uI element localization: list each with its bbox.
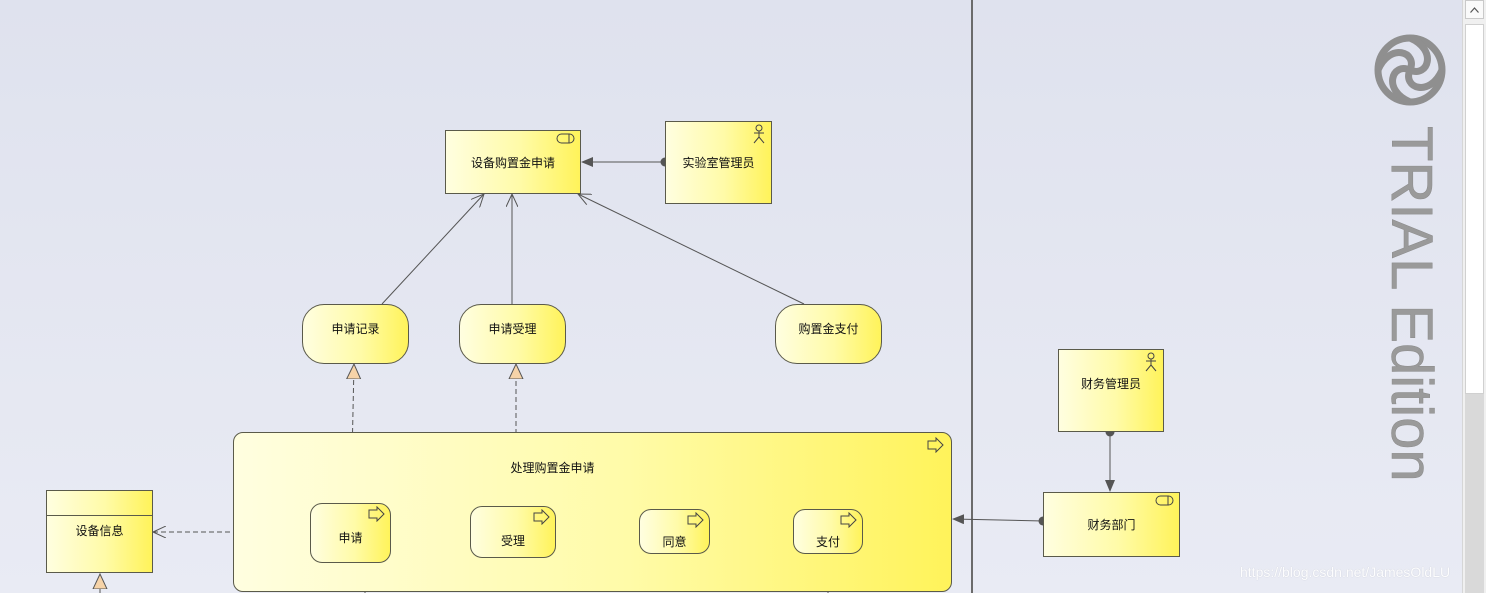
actor-label: 财务管理员 xyxy=(1080,377,1141,391)
role-icon xyxy=(1155,495,1174,506)
assignment-dept-process xyxy=(952,514,1048,526)
step-label: 申请 xyxy=(338,530,363,545)
actor-finance-manager[interactable]: 财务管理员 xyxy=(1058,349,1164,432)
trial-text: TRIAL Edition xyxy=(1379,126,1444,482)
data-object-equipment-info[interactable]: 设备信息 xyxy=(46,490,153,573)
scroll-track[interactable] xyxy=(1465,394,1484,593)
process-step-pay[interactable]: 支付 xyxy=(793,509,863,554)
chevron-up-icon xyxy=(1470,6,1479,13)
process-icon xyxy=(927,437,944,453)
lane-divider xyxy=(971,0,973,593)
process-label: 处理购置金申请 xyxy=(510,461,595,475)
service-application-acceptance[interactable]: 申请受理 xyxy=(459,304,566,364)
service-label: 设备购置金申请 xyxy=(470,155,555,170)
usedby-record xyxy=(381,194,484,305)
step-label: 支付 xyxy=(815,535,840,549)
role-label: 财务部门 xyxy=(1087,518,1136,532)
actor-lab-manager[interactable]: 实验室管理员 xyxy=(665,121,772,204)
service-icon xyxy=(556,133,575,144)
actor-icon xyxy=(753,124,765,144)
process-icon xyxy=(368,506,385,522)
service-application-record[interactable]: 申请记录 xyxy=(302,304,409,364)
process-icon xyxy=(533,509,550,525)
blog-url-watermark: https://blog.csdn.net/JamesOldLU xyxy=(1240,564,1451,580)
actor-icon xyxy=(1145,352,1157,372)
step-label: 受理 xyxy=(500,533,525,548)
service-label: 申请记录 xyxy=(331,321,380,336)
process-icon xyxy=(687,512,704,528)
step-label: 同意 xyxy=(662,535,687,549)
process-step-apply[interactable]: 申请 xyxy=(310,503,391,563)
actor-label: 实验室管理员 xyxy=(682,156,755,170)
process-step-agree[interactable]: 同意 xyxy=(639,509,710,554)
trial-watermark: TRIAL Edition xyxy=(1374,34,1446,482)
usedby-payment xyxy=(578,194,805,305)
scroll-up-button[interactable] xyxy=(1465,0,1484,19)
vertical-scrollbar[interactable] xyxy=(1462,0,1486,593)
service-label: 购置金支付 xyxy=(798,321,859,336)
data-object-label: 设备信息 xyxy=(75,523,124,538)
process-icon xyxy=(840,512,857,528)
role-finance-department[interactable]: 财务部门 xyxy=(1043,492,1180,557)
service-label: 申请受理 xyxy=(488,321,537,336)
sparx-logo-icon xyxy=(1374,34,1446,106)
service-equipment-fund-application[interactable]: 设备购置金申请 xyxy=(445,130,581,194)
data-object-header xyxy=(47,491,152,516)
service-fund-payment[interactable]: 购置金支付 xyxy=(775,304,882,364)
scroll-thumb[interactable] xyxy=(1465,24,1484,394)
process-step-accept[interactable]: 受理 xyxy=(470,506,556,558)
